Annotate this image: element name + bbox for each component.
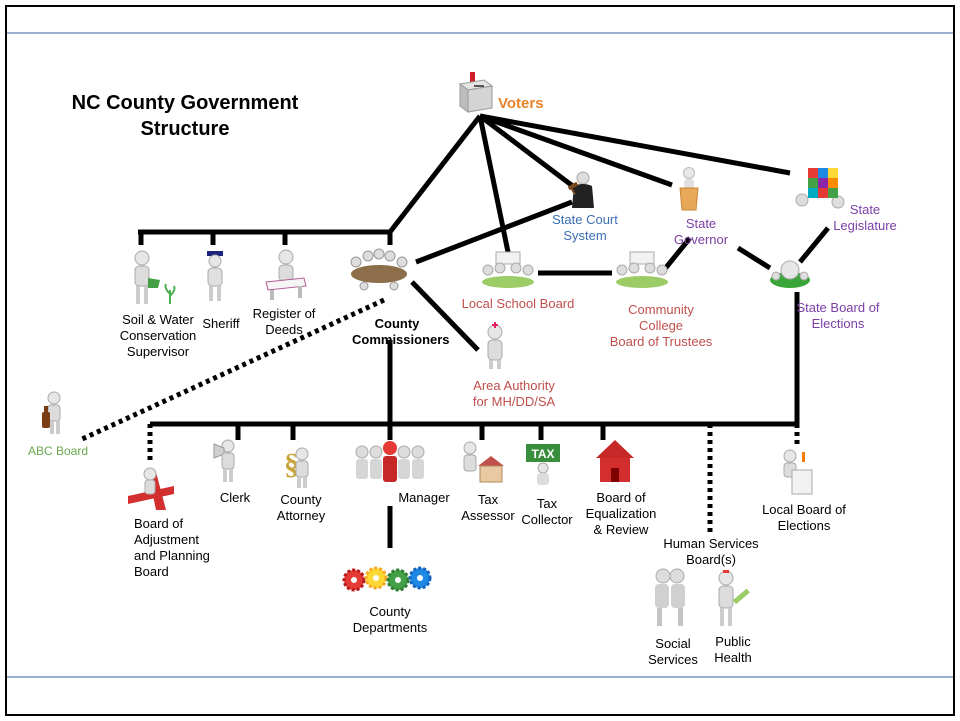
label-social-services: Social Services: [648, 636, 698, 667]
ballot-person-icon: [783, 449, 813, 495]
label-tax-collector: Tax Collector: [521, 496, 573, 527]
hugging-people-icon: [655, 568, 685, 626]
label-local-board-elections: Local Board of Elections: [762, 502, 846, 533]
line-voters-legislature: [479, 113, 791, 176]
label-soil-water: Soil & Water Conservation Supervisor: [119, 312, 197, 359]
label-manager: Manager: [398, 490, 450, 505]
label-state-legislature: State Legislature: [833, 202, 897, 233]
label-state-board-elections: State Board of Elections: [796, 300, 880, 331]
legal-symbol-icon: §: [284, 447, 309, 488]
label-community-college: Community College Board of Trustees: [609, 302, 713, 349]
house-person-icon: [463, 441, 504, 483]
page-title-line1: NC County Government: [71, 92, 299, 114]
line-governor-college: [662, 236, 692, 272]
label-state-governor: State Governor: [673, 216, 729, 247]
label-state-court: State Court System: [552, 212, 618, 243]
officer-icon: [207, 251, 223, 301]
label-register-deeds: Register of Deeds: [252, 306, 316, 337]
line-voters-commissioners: [388, 114, 482, 234]
label-county-departments: County Departments: [352, 604, 428, 635]
globe-people-icon: [770, 260, 810, 288]
svg-text:TAX: TAX: [531, 447, 554, 461]
slide-border: [5, 5, 955, 716]
desk-writer-icon: [265, 249, 307, 300]
leader-group-icon: [355, 441, 425, 482]
ballot-box-icon: [458, 72, 494, 113]
label-area-authority: Area Authority for MH/DD/SA: [472, 378, 556, 409]
meeting-table-icon: [482, 251, 534, 288]
line-voters-governor: [479, 113, 673, 188]
label-county-commissioners: County Commissioners: [352, 316, 450, 347]
meeting-table-icon: [616, 251, 668, 288]
bottle-person-icon: [42, 391, 61, 434]
podium-speaker-icon: [679, 167, 699, 211]
label-clerk: Clerk: [219, 490, 251, 505]
judge-gavel-icon: [567, 171, 594, 208]
road-crossing-icon: [128, 467, 174, 510]
label-abc-board: ABC Board: [27, 444, 89, 458]
line-legislature-elections: [798, 226, 830, 264]
syringe-person-icon: [718, 570, 750, 626]
red-house-icon: [596, 440, 634, 482]
label-board-adjustment: Board of Adjustment and Planning Board: [134, 516, 210, 579]
line-voters-court: [478, 114, 580, 192]
label-voters: Voters: [498, 95, 544, 112]
gears-icon: [342, 566, 432, 592]
svg-text:§: §: [284, 448, 299, 481]
cube-assembly-icon: [795, 168, 845, 209]
label-tax-assessor: Tax Assessor: [461, 492, 515, 523]
tax-sign-icon: TAX: [526, 444, 560, 485]
megaphone-person-icon: [213, 439, 235, 482]
line-governor-elections: [736, 245, 772, 271]
label-local-school-board: Local School Board: [461, 296, 575, 311]
label-human-services: Human Services Board(s): [663, 536, 759, 567]
round-table-icon: [350, 248, 408, 291]
page-title-line2: Structure: [140, 118, 230, 140]
line-court-commissioners: [415, 199, 573, 265]
page-title: NC County Government Structure: [40, 90, 330, 142]
thinking-person-icon: [487, 322, 503, 369]
label-sheriff: Sheriff: [202, 316, 240, 331]
label-public-health: Public Health: [714, 634, 752, 665]
line-commissioners-area: [410, 280, 480, 352]
label-county-attorney: County Attorney: [276, 492, 326, 523]
watering-plant-icon: [134, 250, 176, 304]
label-board-equalization: Board of Equalization & Review: [585, 490, 657, 537]
